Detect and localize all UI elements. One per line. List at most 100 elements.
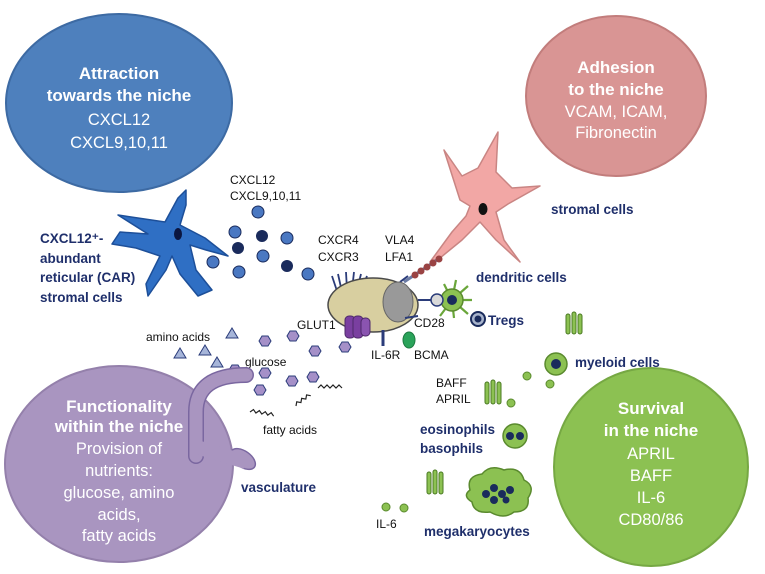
amino-acid-triangles: [173, 327, 239, 368]
basophils-label: basophils: [420, 441, 483, 456]
treg-cell-icon: [470, 311, 486, 327]
fatty-acid-icon: [317, 384, 343, 389]
adhesion-bubble-shape: [525, 15, 707, 177]
baff-label: BAFF: [436, 376, 467, 390]
chemokine-dot: [206, 255, 220, 269]
glut1-label: GLUT1: [297, 318, 336, 332]
bcma-label: BCMA: [414, 348, 449, 362]
stromal-cell-icon: [429, 131, 541, 263]
car-label-3: reticular (CAR): [40, 270, 135, 285]
blood-vessel-icon: [188, 367, 257, 471]
survival-title-1: Survival: [618, 399, 684, 418]
chemokine-dot: [281, 260, 293, 272]
glucose-icon: [258, 335, 272, 347]
vasculature-label: vasculature: [241, 480, 317, 495]
survival-body-1: APRIL: [627, 445, 675, 463]
april-label: APRIL: [436, 392, 471, 406]
adhesion-title-2: to the niche: [568, 80, 663, 99]
chemokine-dots: [206, 205, 315, 281]
amino-acid-icon: [225, 327, 239, 339]
fatty-acids-label: fatty acids: [263, 423, 317, 437]
eosinophils-label: eosinophils: [420, 422, 495, 437]
fatty-acid-icon: [249, 408, 275, 417]
car-label-2: abundant: [40, 251, 101, 266]
dendritic-cells-label: dendritic cells: [476, 270, 567, 285]
tregs-label: Tregs: [488, 313, 524, 328]
plasma-cell-icon: [327, 271, 434, 349]
chemokine-dot: [256, 249, 270, 263]
attraction-title-2: towards the niche: [47, 86, 192, 105]
cd28-label: CD28: [414, 316, 445, 330]
megakaryocyte-icon: [465, 467, 532, 517]
chemokine-dot: [228, 225, 242, 239]
glucose-icon: [253, 384, 267, 396]
attraction-bubble: Attraction towards the niche CXCL12 CXCL…: [5, 13, 233, 193]
myeloid-area: [522, 311, 583, 389]
glucose-label: glucose: [245, 355, 287, 369]
fatty-acid-icon: [295, 394, 311, 407]
amino-acids-label: amino acids: [146, 330, 210, 344]
glucose-icon: [308, 345, 322, 357]
fatty-acid-chains: [249, 384, 343, 417]
car-label-1: CXCL12⁺-: [40, 231, 103, 246]
green-rod-cluster: [426, 469, 444, 495]
chemokine-dot: [232, 242, 244, 254]
integrin-chain: [399, 255, 443, 284]
glucose-icon: [258, 367, 272, 379]
attraction-bubble-shape: [5, 13, 233, 193]
small-green-dot: [399, 503, 409, 513]
dendritic-cell-icon: [430, 279, 472, 319]
small-green-dot: [506, 398, 516, 408]
green-rod-cluster: [565, 311, 583, 335]
cxcr4-label: CXCR4: [318, 233, 359, 247]
survival-title-2: in the niche: [604, 421, 698, 440]
functionality-body-4: acids,: [97, 506, 140, 524]
myeloid-cells-label: myeloid cells: [575, 355, 660, 370]
functionality-title-1: Functionality: [66, 397, 172, 416]
baff-april-rods: [484, 379, 502, 405]
glucose-icon: [306, 371, 320, 383]
functionality-body-1: Provision of: [76, 440, 163, 458]
il6-label: IL-6: [376, 517, 397, 531]
adhesion-body-1: VCAM, ICAM,: [565, 103, 668, 121]
chemokine-dot: [251, 205, 265, 219]
functionality-body-3: glucose, amino: [64, 484, 175, 502]
attraction-body-2: CXCL9,10,11: [70, 134, 168, 152]
attraction-body-1: CXCL12: [88, 111, 150, 129]
car-cell-label: CXCL12⁺- abundant reticular (CAR) stroma…: [40, 231, 135, 305]
adhesion-body-2: Fibronectin: [575, 124, 657, 142]
megakaryocyte-area: [381, 467, 532, 517]
car-stromal-cell-icon: [111, 189, 229, 297]
functionality-body-2: nutrients:: [85, 462, 153, 480]
amino-acid-icon: [210, 356, 224, 368]
car-label-4: stromal cells: [40, 290, 123, 305]
survival-bubble-shape: [553, 367, 749, 567]
glucose-icon: [286, 330, 300, 342]
chemokine-dot: [256, 230, 268, 242]
survival-body-4: CD80/86: [618, 511, 683, 529]
functionality-title-2: within the niche: [54, 417, 183, 436]
chemokine-dot: [301, 267, 315, 281]
adhesion-title-1: Adhesion: [577, 58, 654, 77]
glucose-icon: [338, 341, 352, 353]
stromal-cells-label: stromal cells: [551, 202, 634, 217]
attraction-title-1: Attraction: [79, 64, 159, 83]
survival-body-3: IL-6: [637, 489, 665, 507]
chemokine-dot: [232, 265, 246, 279]
chemokine-label-2: CXCL9,10,11: [230, 189, 301, 203]
eosinophil-basophil-icon: [502, 423, 528, 449]
cxcr3-label: CXCR3: [318, 250, 359, 264]
myeloid-cell-icon: [544, 352, 568, 376]
functionality-body-5: fatty acids: [82, 527, 156, 545]
amino-acid-icon: [198, 344, 212, 356]
lfa1-label: LFA1: [385, 250, 413, 264]
chemokine-dot: [280, 231, 294, 245]
survival-bubble: Survival in the niche APRIL BAFF IL-6 CD…: [553, 367, 749, 567]
survival-body-2: BAFF: [630, 467, 672, 485]
glucose-hexagons: [228, 330, 352, 396]
adhesion-bubble: Adhesion to the niche VCAM, ICAM, Fibron…: [525, 15, 707, 177]
chemokine-label-1: CXCL12: [230, 173, 276, 187]
megakaryocytes-label: megakaryocytes: [424, 524, 530, 539]
